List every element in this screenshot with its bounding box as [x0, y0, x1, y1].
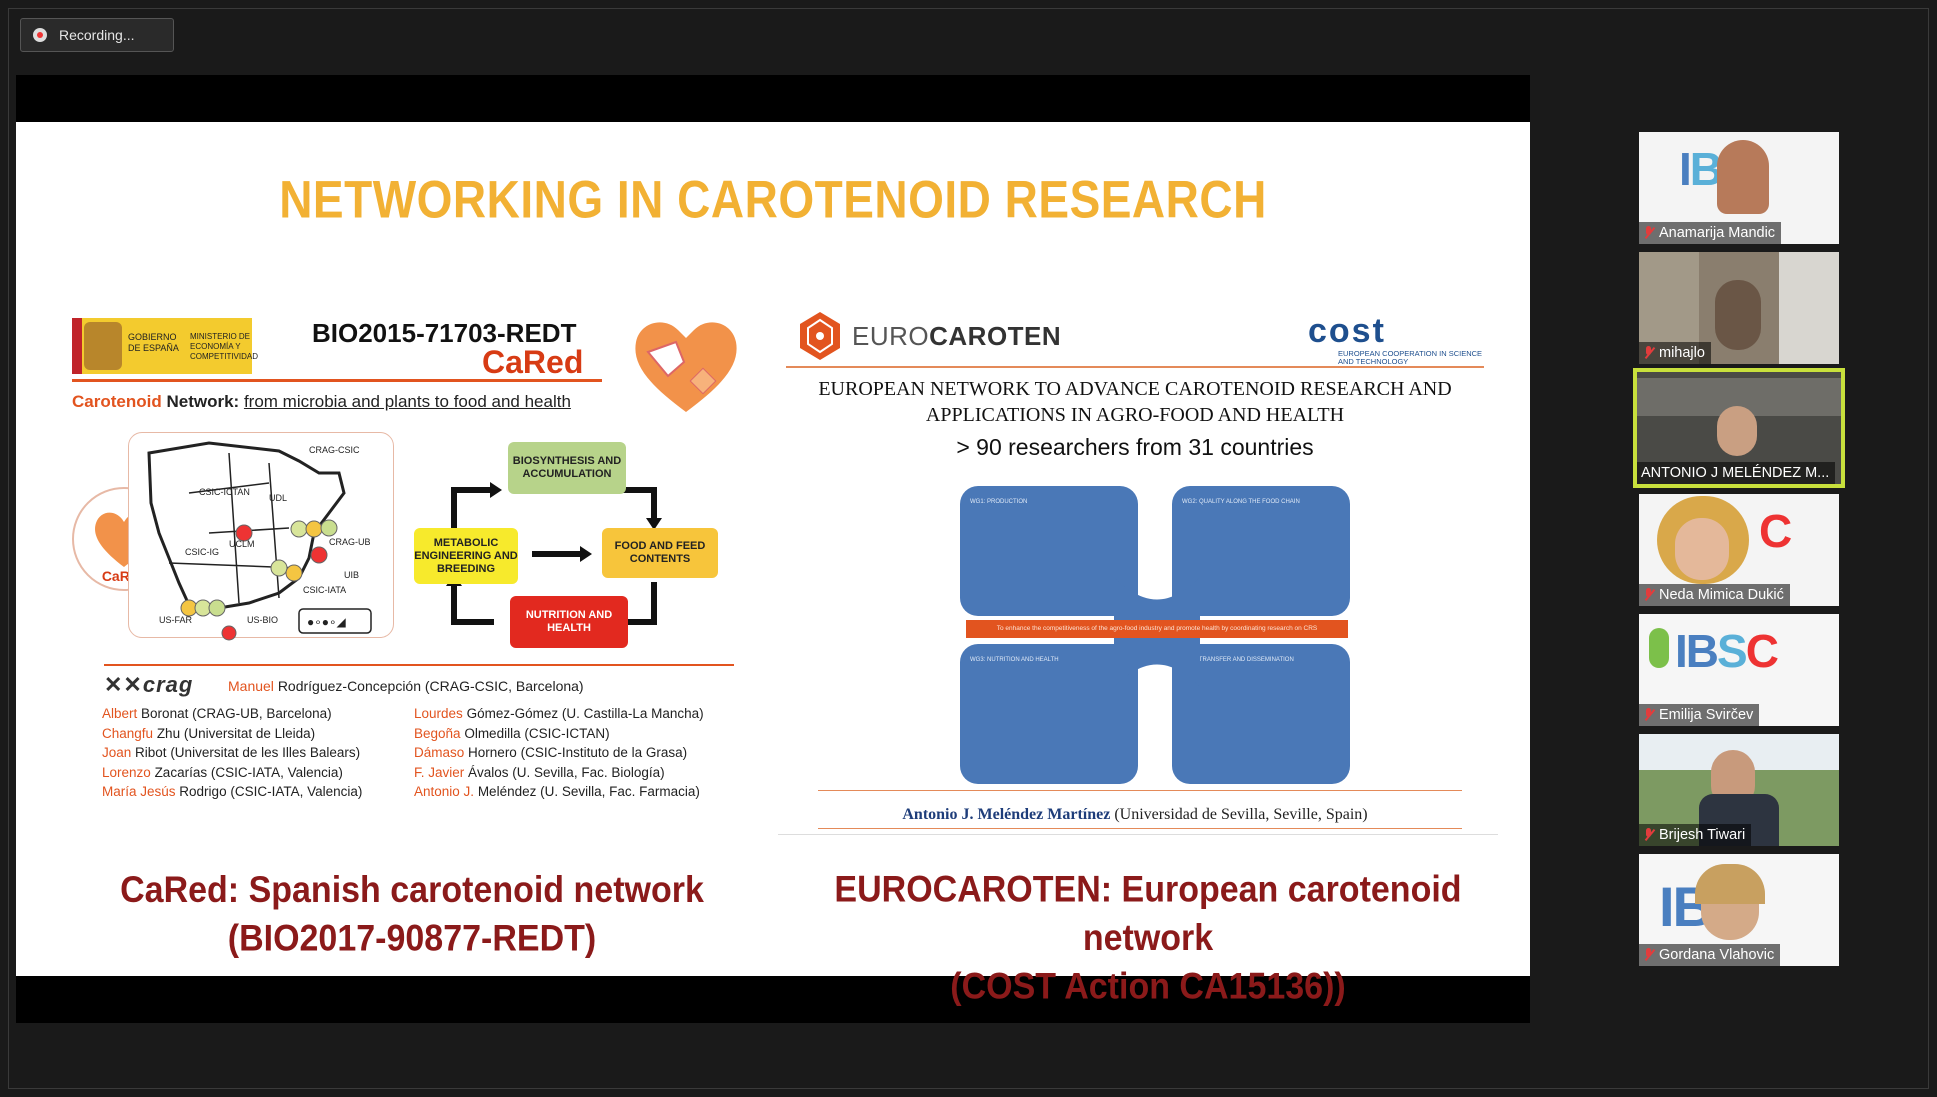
member-row: Lorenzo Zacarías (CSIC-IATA, Valencia) — [102, 764, 343, 780]
eurocaroten-caption: EUROCAROTEN: European carotenoid network… — [834, 868, 1462, 1008]
participant-tile[interactable]: IBC Anamarija Mandic — [1639, 132, 1839, 244]
coat-of-arms-icon — [84, 322, 122, 370]
svg-text:●∘●∘◢: ●∘●∘◢ — [307, 615, 347, 629]
mic-muted-icon — [1643, 948, 1654, 962]
researchers-count: > 90 researchers from 31 countries — [956, 434, 1314, 460]
recording-label: Recording... — [59, 27, 135, 43]
flow-box-food-feed: FOOD AND FEED CONTENTS — [602, 528, 718, 578]
member-row: Albert Boronat (CRAG-UB, Barcelona) — [102, 706, 332, 721]
mic-muted-icon — [1643, 346, 1654, 360]
member-row: F. Javier Ávalos (U. Sevilla, Fac. Biolo… — [414, 764, 665, 780]
cared-caption: CaRed: Spanish carotenoid network (BIO20… — [120, 868, 704, 960]
divider-line — [778, 834, 1498, 835]
wg3-box: WG3: NUTRITION AND HEALTH — [960, 644, 1138, 784]
wg-objective-bar: To enhance the competitiveness of the ag… — [966, 620, 1348, 638]
member-row: María Jesús Rodrigo (CSIC-IATA, Valencia… — [102, 784, 363, 799]
cared-logo-text: CaRed — [482, 344, 584, 380]
map-label: US-BIO — [247, 615, 278, 625]
map-label: CSIC-IG — [185, 547, 219, 557]
member-row: Joan Ribot (Universitat de les Illes Bal… — [102, 745, 361, 760]
flow-box-metabolic-engineering: METABOLIC ENGINEERING AND BREEDING — [414, 528, 518, 584]
participant-name-label: Neda Mimica Dukić — [1639, 584, 1790, 606]
flow-box-biosynthesis: BIOSYNTHESIS AND ACCUMULATION — [508, 442, 626, 494]
map-label: CSIC-IATA — [303, 585, 346, 595]
mic-muted-icon — [1643, 226, 1654, 240]
map-label: UIB — [344, 570, 359, 580]
member-row: Changfu Zhu (Universitat de Lleida) — [102, 725, 316, 741]
map-label: US-FAR — [159, 615, 193, 625]
divider-line — [72, 379, 602, 382]
divider-line — [818, 790, 1462, 791]
participant-name-label: Emilija Svirčev — [1639, 704, 1760, 726]
grant-code: BIO2015-71703-REDT — [312, 318, 577, 348]
spain-network-map: CRAG-CSIC CSIC-ICTAN UDL CRAG-UB UCLM CS… — [128, 432, 394, 641]
divider-line — [818, 828, 1462, 829]
participant-tile[interactable]: IBC Gordana Vlahovic — [1639, 854, 1839, 966]
member-row: Begoña Olmedilla (CSIC-ICTAN) — [414, 725, 610, 741]
eurocaroten-author: Antonio J. Meléndez Martínez (Universida… — [902, 806, 1368, 823]
mic-muted-icon — [1643, 588, 1654, 602]
mic-muted-icon — [1643, 828, 1654, 842]
logo-ministry-text: MINISTERIO DE ECONOMÍA Y COMPETITIVIDAD — [190, 332, 259, 361]
member-row: Lourdes Gómez-Gómez (U. Castilla-La Manc… — [414, 706, 704, 721]
participant-tile-active-speaker[interactable]: ANTONIO J MELÉNDEZ M... — [1633, 368, 1845, 488]
participant-tile[interactable]: C Neda Mimica Dukić — [1639, 494, 1839, 606]
cared-network-subtitle: Carotenoid Network: from microbia and pl… — [72, 392, 571, 411]
participant-name-label: Anamarija Mandic — [1639, 222, 1782, 244]
crag-divider — [104, 664, 734, 666]
eurocaroten-logo-text: EUROCAROTEN — [852, 321, 1062, 351]
participant-name-label: mihajlo — [1639, 342, 1711, 364]
participant-name-label: ANTONIO J MELÉNDEZ M... — [1637, 462, 1836, 484]
member-row: Dámaso Hornero (CSIC-Instituto de la Gra… — [414, 745, 688, 760]
participant-tile[interactable]: Brijesh Tiwari — [1639, 734, 1839, 846]
cared-members-col1: Albert Boronat (CRAG-UB, Barcelona) Chan… — [102, 704, 362, 802]
record-icon — [33, 28, 47, 42]
crag-logo: ✕✕crag — [104, 672, 194, 697]
wg2-box: WG2: QUALITY ALONG THE FOOD CHAIN — [1172, 486, 1350, 616]
map-label: CSIC-ICTAN — [199, 487, 250, 497]
logo-gov-text: GOBIERNO DE ESPAÑA — [128, 332, 179, 353]
cost-logo: cost — [1308, 312, 1386, 350]
map-label: CRAG-UB — [329, 537, 371, 547]
slide-title: NETWORKING IN CAROTENOID RESEARCH — [279, 169, 1267, 229]
cared-members-col2: Lourdes Gómez-Gómez (U. Castilla-La Manc… — [414, 704, 704, 802]
map-label: CRAG-CSIC — [309, 445, 360, 455]
carotenoid-flow-diagram: BIOSYNTHESIS AND ACCUMULATION METABOLIC … — [414, 432, 754, 648]
participant-name-label: Brijesh Tiwari — [1639, 824, 1752, 846]
participant-name-label: Gordana Vlahovic — [1639, 944, 1781, 966]
participant-tile[interactable]: mihajlo — [1639, 252, 1839, 364]
eurocaroten-network-title: EUROPEAN NETWORK TO ADVANCE CAROTENOID R… — [818, 378, 1452, 426]
crag-principal-investigator: Manuel Rodríguez-Concepción (CRAG-CSIC, … — [228, 678, 584, 694]
cost-logo-subtitle: EUROPEAN COOPERATION IN SCIENCE AND TECH… — [1338, 349, 1483, 366]
presentation-slide: NETWORKING IN CAROTENOID RESEARCH GOBIER… — [16, 122, 1530, 1007]
cared-heart-icon — [635, 322, 737, 412]
recording-indicator[interactable]: Recording... — [20, 18, 174, 52]
mic-muted-icon — [1643, 708, 1654, 722]
wg4-box: WG4: TRANSFER AND DISSEMINATION — [1172, 644, 1350, 784]
member-row: Antonio J. Meléndez (U. Sevilla, Fac. Fa… — [414, 784, 700, 799]
map-label: UDL — [269, 493, 287, 503]
eurocaroten-logo-icon — [800, 312, 840, 360]
wg1-box: WG1: PRODUCTION — [960, 486, 1138, 616]
divider-line — [786, 366, 1484, 368]
spain-government-logo: GOBIERNO DE ESPAÑA MINISTERIO DE ECONOMÍ… — [72, 318, 259, 374]
flow-box-nutrition-health: NUTRITION AND HEALTH — [510, 596, 628, 648]
map-label: UCLM — [229, 539, 255, 549]
participant-tile[interactable]: IBSC Emilija Svirčev — [1639, 614, 1839, 726]
